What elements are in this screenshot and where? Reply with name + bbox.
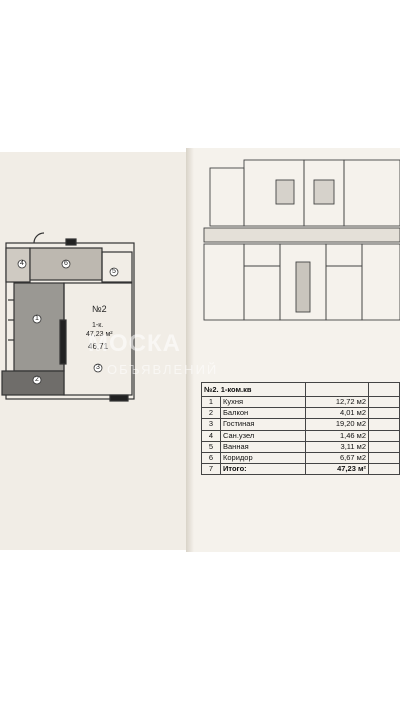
room-label-6: 6	[64, 260, 68, 267]
watermark-line1: МОСКА	[88, 330, 181, 357]
apartment-type: 1-к.	[92, 322, 104, 329]
apartment-area-total: 47,23 м²	[86, 331, 113, 338]
room-label-2: 2	[35, 376, 39, 383]
table-header-title: №2. 1-ком.кв	[201, 382, 306, 397]
table-header-row: №2. 1-ком.кв	[201, 382, 400, 397]
right-page	[188, 148, 400, 552]
apartment-area-living: 46,71	[88, 342, 109, 351]
apartment-number: №2	[92, 304, 107, 314]
watermark-line2: ОБЪЯВЛЕНИЙ	[107, 362, 219, 377]
room-label-3: 3	[96, 364, 100, 371]
room-label-1: 1	[35, 315, 39, 322]
page-fold	[186, 148, 194, 552]
room-label-4: 4	[20, 260, 24, 267]
room-label-5: 5	[112, 268, 116, 275]
